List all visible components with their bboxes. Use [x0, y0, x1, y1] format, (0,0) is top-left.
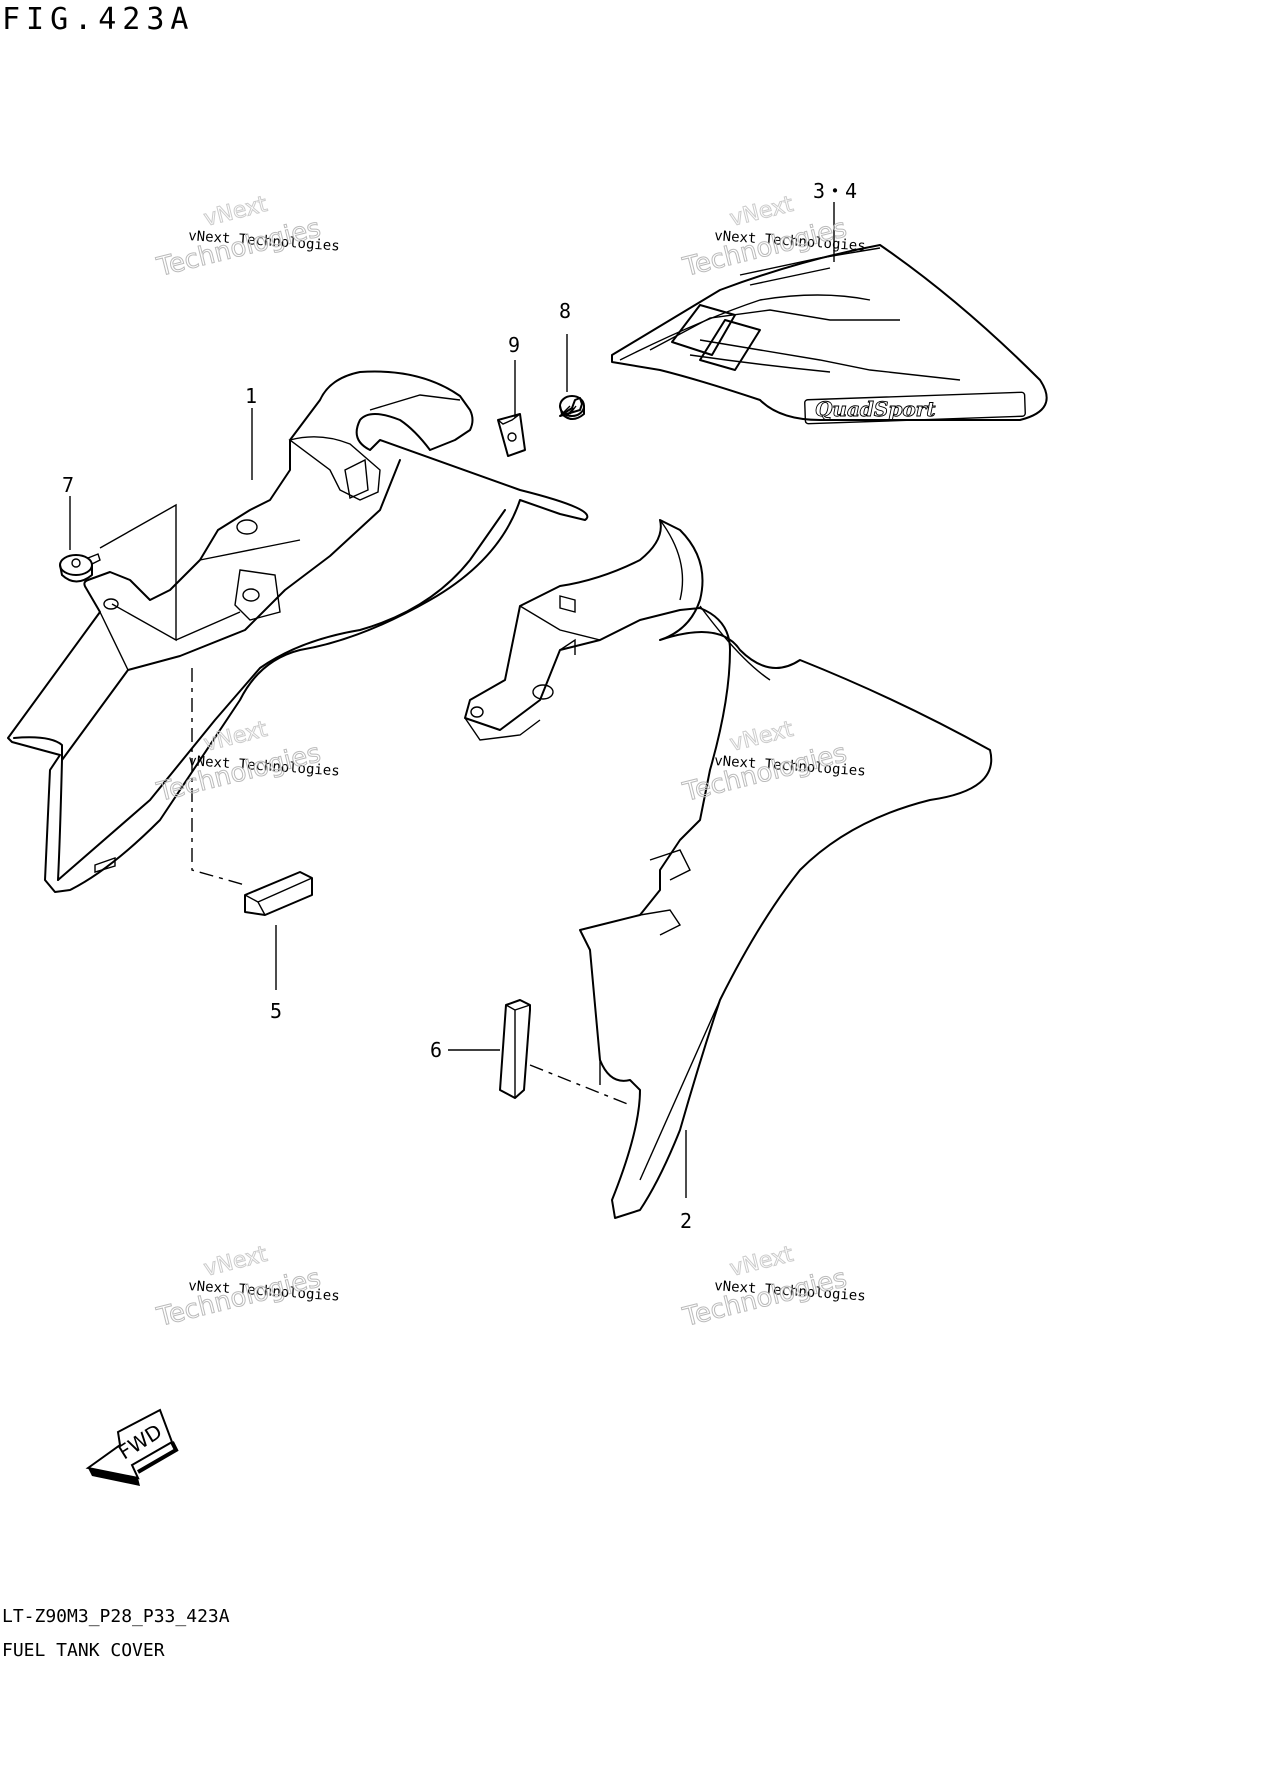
- callout-labels: 1 2 3・4 5 6 7 8 9: [62, 179, 857, 1233]
- part-7-clip: [59, 553, 101, 583]
- part-8-screw: [559, 395, 585, 420]
- callout-9: 9: [508, 333, 520, 357]
- callout-5: 5: [270, 999, 282, 1023]
- watermark-6: vNext vNext Technologies Technologies: [679, 1241, 866, 1333]
- decal-logo-text: QuadSport: [815, 397, 936, 421]
- svg-text:vNext: vNext: [201, 192, 270, 232]
- part-5-cushion: [244, 871, 313, 916]
- part-9-nut-plate: [497, 413, 526, 457]
- watermark-2: vNext vNext Technologies Technologies: [679, 191, 866, 283]
- part-2-cover-side: [464, 519, 993, 1219]
- watermark-1: vNext vNext Technologies Technologies: [153, 191, 340, 283]
- callout-6: 6: [430, 1038, 442, 1062]
- watermark-4: vNext vNext Technologies Technologies: [679, 716, 866, 808]
- callout-1: 1: [245, 384, 257, 408]
- callout-3-4: 3・4: [813, 179, 857, 203]
- part-6-cushion: [499, 999, 531, 1099]
- watermark-5: vNext vNext Technologies Technologies: [153, 1241, 340, 1333]
- part-1-cover-frame: [7, 370, 589, 893]
- leader-lines: [69, 202, 835, 1198]
- svg-text:vNext: vNext: [727, 1242, 796, 1282]
- fwd-arrow: FWD: [85, 1408, 179, 1486]
- figure-description: FUEL TANK COVER: [2, 1640, 165, 1661]
- drawing-code: LT-Z90M3_P28_P33_423A: [2, 1606, 230, 1627]
- svg-text:vNext: vNext: [201, 1242, 270, 1282]
- callout-7: 7: [62, 473, 74, 497]
- figure-title: FIG.423A: [2, 2, 195, 37]
- svg-text:vNext: vNext: [727, 717, 796, 757]
- part-3-4-decal: QuadSport: [611, 244, 1048, 425]
- callout-8: 8: [559, 299, 571, 323]
- callout-2: 2: [680, 1209, 692, 1233]
- svg-text:vNext: vNext: [727, 192, 796, 232]
